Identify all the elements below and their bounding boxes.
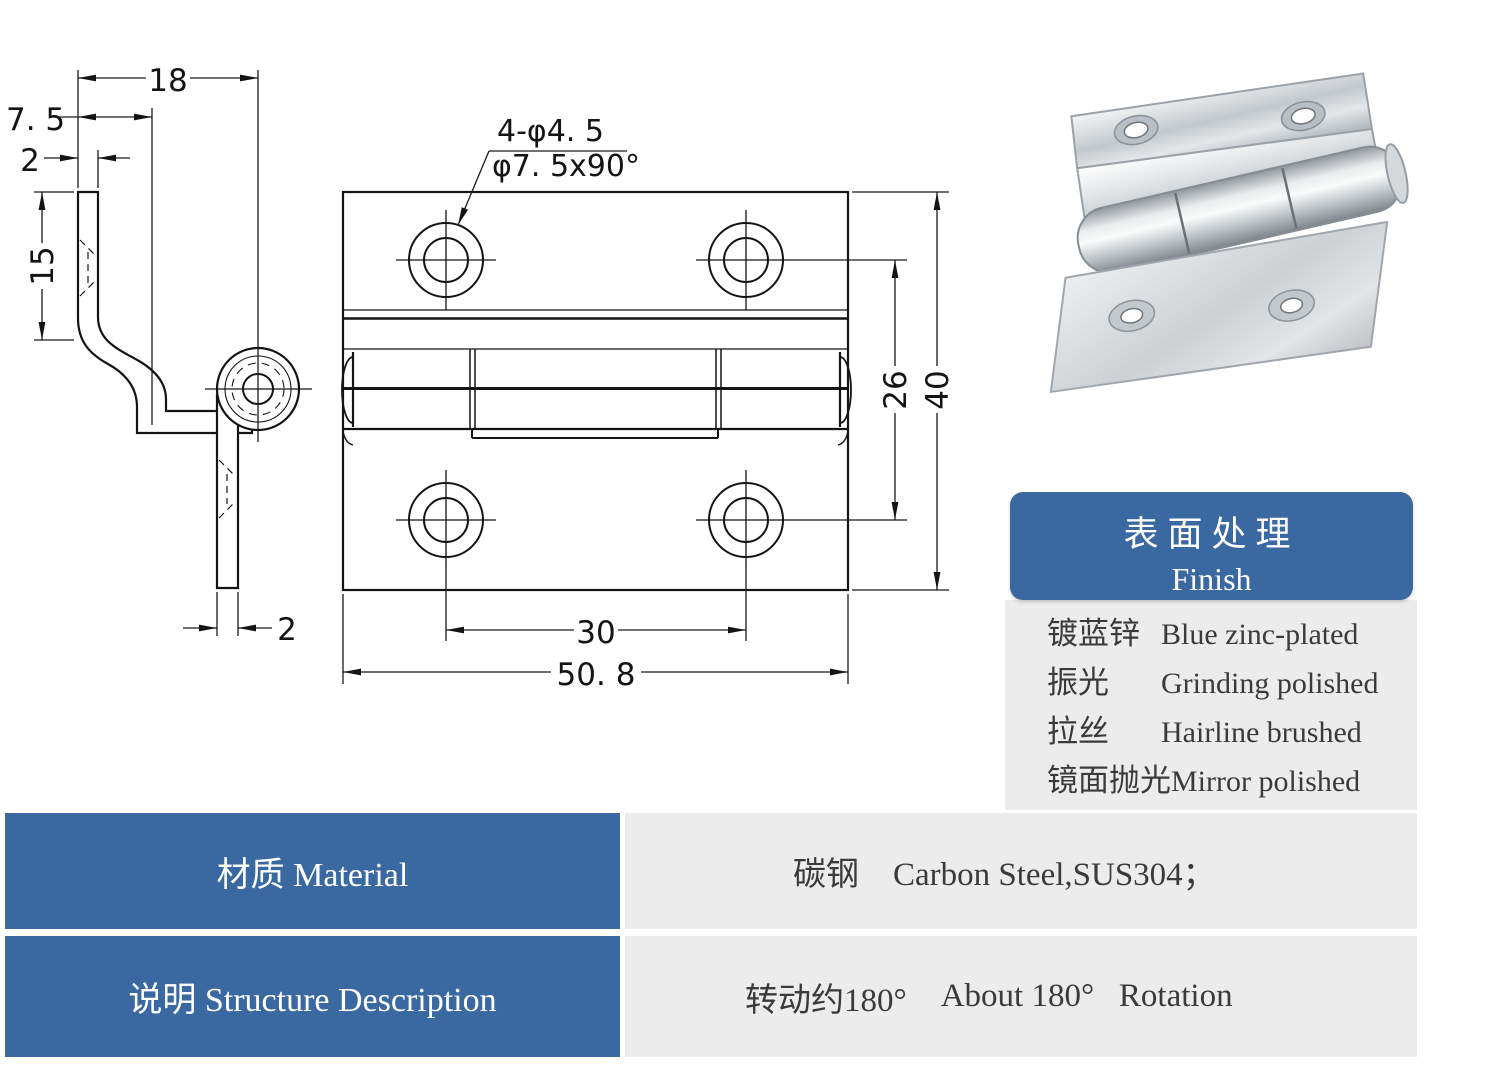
finish-title-zh: 表面处理 xyxy=(1123,515,1300,554)
structure-label: 说明 Structure Description xyxy=(5,936,620,1057)
hinge-upper-hole-1 xyxy=(1113,114,1159,146)
finish-option-zh: 振光 xyxy=(1047,665,1109,700)
side-view-dim-labels: 18 7. 5 2 15 2 xyxy=(6,61,297,648)
finish-option-en: Mirror polished xyxy=(1171,765,1361,798)
finish-option-en: Blue zinc-plated xyxy=(1161,618,1359,651)
side-hidden-hole-flange xyxy=(79,239,97,297)
front-hole-bottom-left xyxy=(396,470,496,570)
structure-value-zh: 转动约180° xyxy=(745,982,907,1019)
dim-2-bottom-label: 2 xyxy=(277,612,297,648)
material-value-en: Carbon Steel,SUS304； xyxy=(893,857,1216,893)
structure-value-en: About 180° Rotation xyxy=(940,978,1233,1014)
dim-30-label: 30 xyxy=(576,615,615,651)
spec-row-material: 材质 Material 碳钢 Carbon Steel,SUS304； xyxy=(0,813,1499,929)
front-plate-outline xyxy=(341,190,850,592)
front-view xyxy=(341,190,852,592)
side-view xyxy=(76,190,312,590)
spec-row-structure: 说明 Structure Description 转动约180° About 1… xyxy=(0,936,1499,1057)
finish-option-en: Hairline brushed xyxy=(1161,716,1362,749)
front-center-knuckle xyxy=(471,429,719,439)
side-view-dimensions xyxy=(34,70,272,636)
dim-40-label: 40 xyxy=(920,370,956,409)
finish-panel: 表面处理 Finish 镀蓝锌 Blue zinc-plated 振光 Grin… xyxy=(1005,492,1417,810)
hinge-lower-hole-1 xyxy=(1108,299,1156,333)
callout-line2: φ7. 5x90° xyxy=(492,149,640,184)
hinge-pin-end xyxy=(1384,143,1409,204)
dim-26-label: 26 xyxy=(878,370,914,409)
finish-title-en: Finish xyxy=(1171,561,1252,597)
dim-7-5-label: 7. 5 xyxy=(6,102,65,138)
material-value: 碳钢 Carbon Steel,SUS304； xyxy=(625,813,1417,929)
dim-18-label: 18 xyxy=(148,63,187,99)
front-pin-end-caps xyxy=(341,352,852,427)
dim-2-top-label: 2 xyxy=(20,143,40,179)
finish-row: 振光 Grinding polished xyxy=(1005,657,1417,706)
material-label: 材质 Material xyxy=(5,813,620,929)
finish-panel-body: 镀蓝锌 Blue zinc-plated 振光 Grinding polishe… xyxy=(1005,600,1417,810)
dim-15-label: 15 xyxy=(25,246,61,285)
material-value-zh: 碳钢 xyxy=(793,857,859,893)
finish-panel-header: 表面处理 Finish xyxy=(1010,492,1413,600)
dim-50-8-label: 50. 8 xyxy=(557,657,636,693)
structure-value: 转动约180° About 180° Rotation xyxy=(625,936,1417,1057)
finish-option-en: Grinding polished xyxy=(1161,667,1379,700)
finish-option-zh: 镀蓝锌 xyxy=(1047,616,1140,651)
finish-row: 镀蓝锌 Blue zinc-plated xyxy=(1005,608,1417,657)
side-hidden-hole-leg xyxy=(218,459,236,519)
finish-row: 拉丝 Hairline brushed xyxy=(1005,706,1417,755)
callout-line1: 4-φ4. 5 xyxy=(497,114,604,149)
hinge-lower-leaf xyxy=(1049,220,1389,393)
product-photo-hinge xyxy=(1049,72,1409,393)
front-view-dim-labels: 26 40 30 50. 8 4-φ4. 5 φ7. 5x90° xyxy=(492,114,956,693)
front-hole-bottom-right xyxy=(696,470,796,570)
front-hole-top-left xyxy=(396,210,496,310)
hinge-lower-hole-2 xyxy=(1268,289,1315,322)
finish-option-zh: 镜面抛光 xyxy=(1047,763,1171,798)
hinge-upper-hole-2 xyxy=(1280,100,1326,132)
front-hole-top-right xyxy=(696,210,796,310)
engineering-drawing: 18 7. 5 2 15 2 xyxy=(6,61,956,693)
callout-leader xyxy=(457,150,490,226)
finish-row: 镜面抛光 Mirror polished xyxy=(1005,755,1417,804)
finish-option-zh: 拉丝 xyxy=(1047,714,1109,749)
